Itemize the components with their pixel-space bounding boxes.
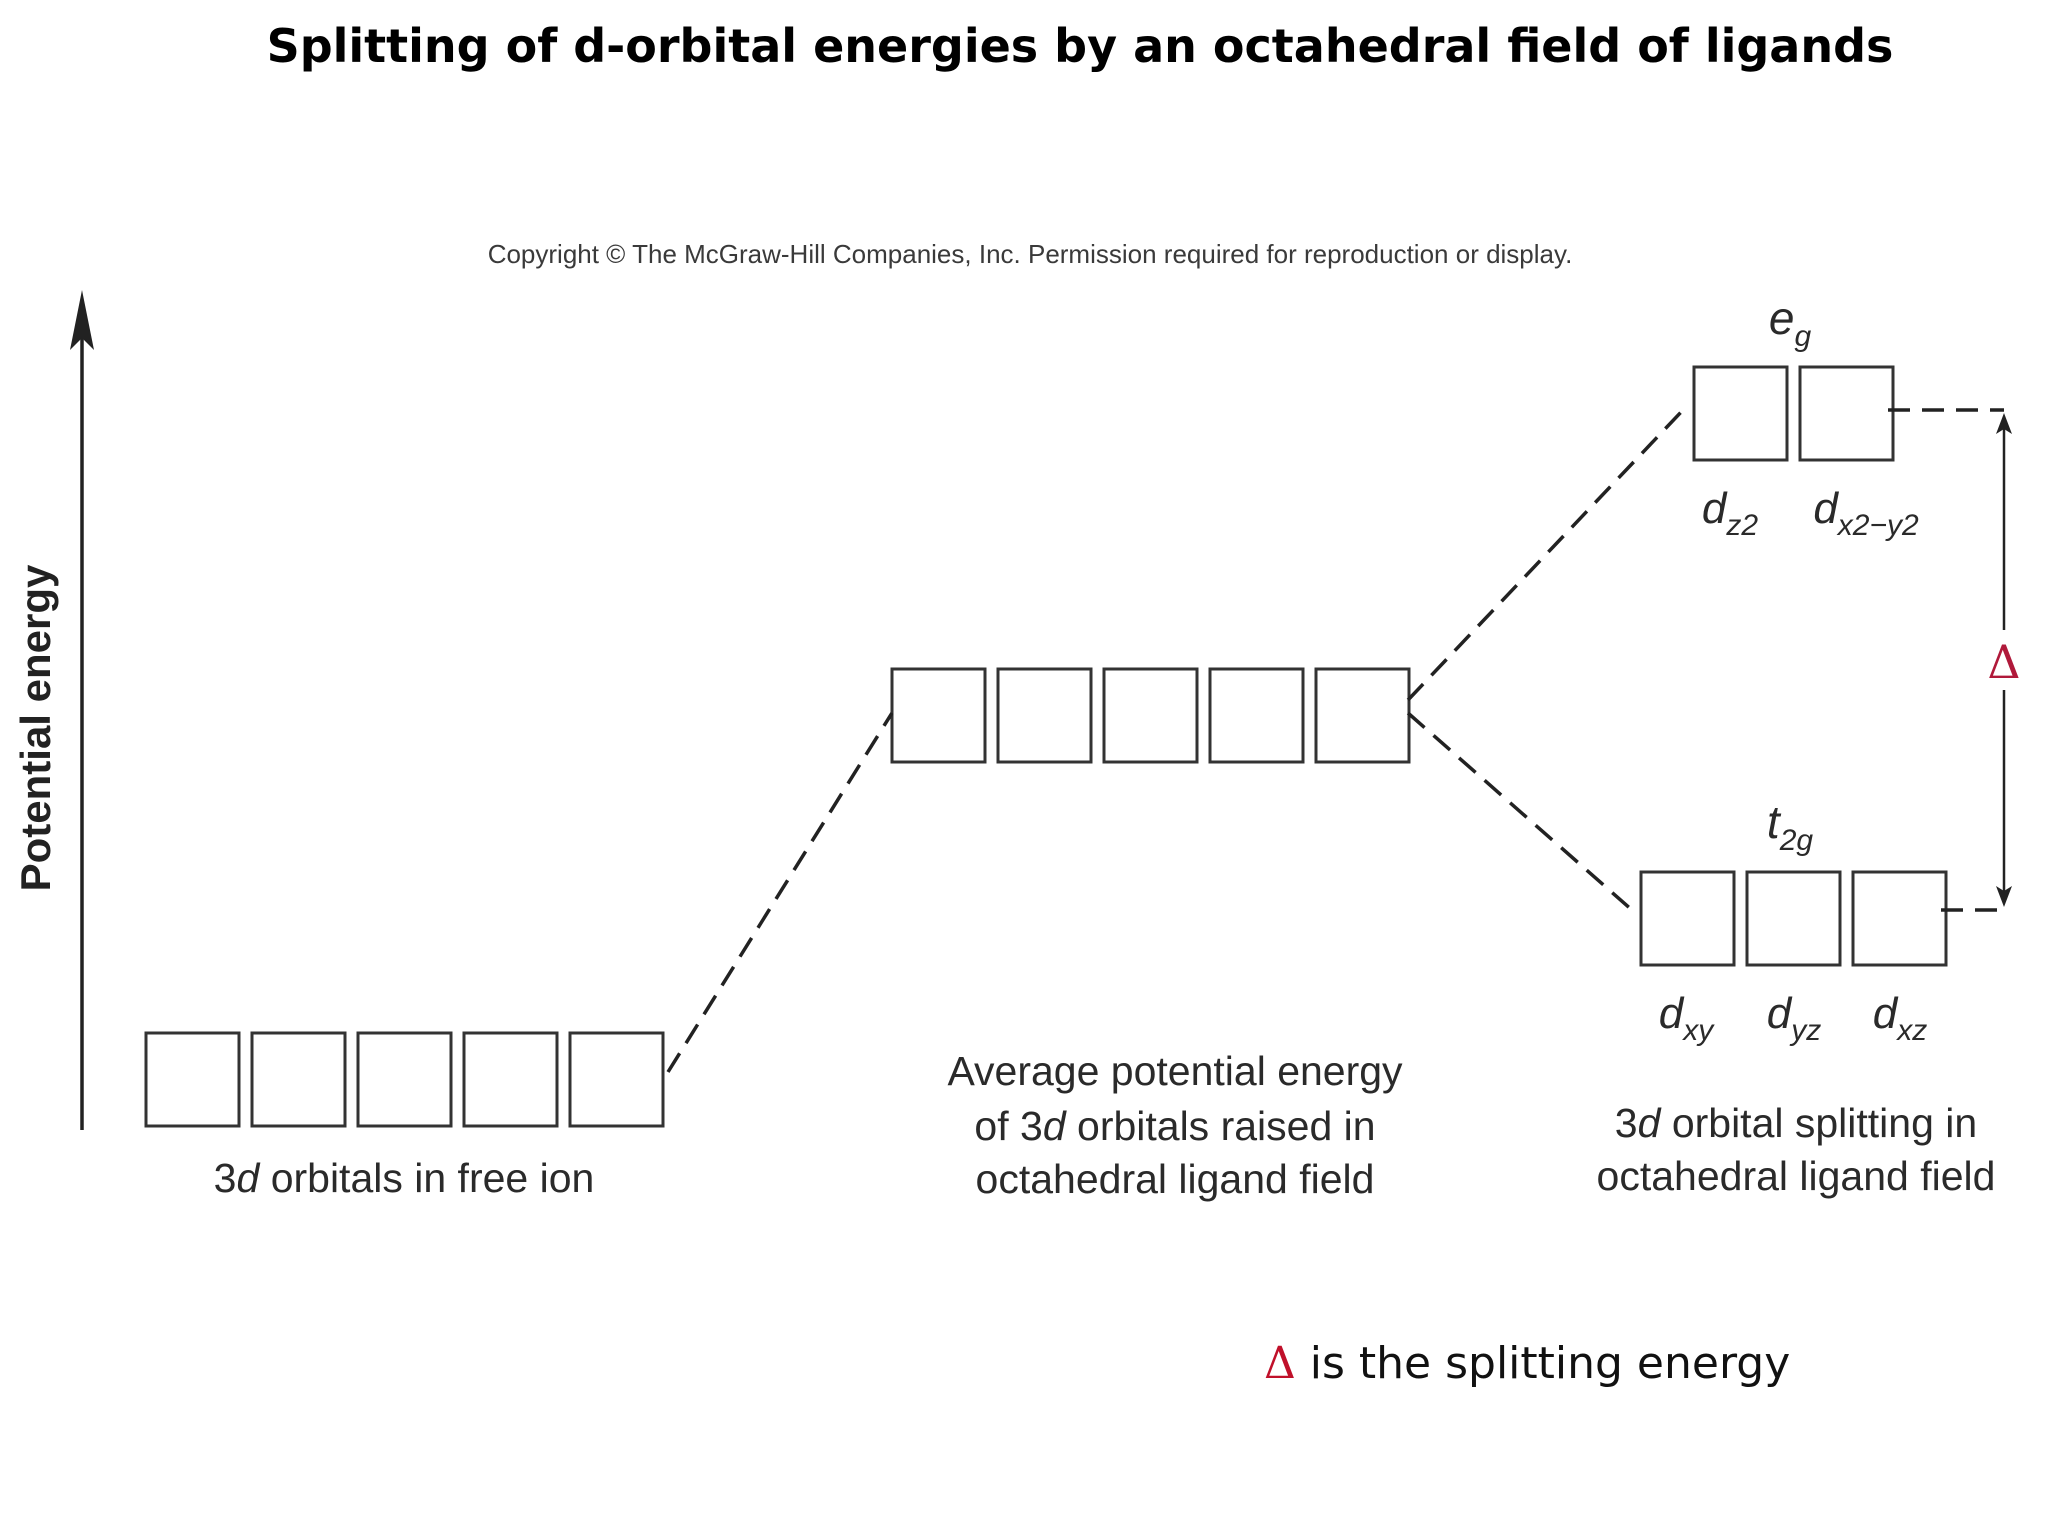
- average-to-t2g-connector: [1406, 711, 1634, 912]
- average-orbital-box: [890, 667, 987, 764]
- eg-orbital-box: [1798, 365, 1895, 462]
- t2g-orbital-label-sub: yz: [1789, 1014, 1821, 1047]
- t2g-orbital-label-sub: xz: [1895, 1014, 1927, 1047]
- delta-arrow-down-head: [1996, 886, 2012, 907]
- average-orbital-box: [1208, 667, 1305, 764]
- t2g-group-main: t: [1767, 796, 1782, 848]
- free-ion-caption-italic: d: [236, 1155, 260, 1201]
- footnote-text: is the splitting energy: [1296, 1338, 1790, 1389]
- average-to-eg-connector: [1406, 408, 1685, 702]
- t2g-orbital-label-main: d: [1767, 989, 1793, 1038]
- t2g-orbitals: [1639, 870, 1948, 967]
- split-caption: 3d orbital splitting in octahedral ligan…: [1597, 1100, 1996, 1199]
- t2g-group-label: t2g: [1767, 796, 1813, 857]
- split-caption-line1-suffix: orbital splitting in: [1660, 1100, 1977, 1146]
- eg-orbital-label-sub: z2: [1725, 509, 1758, 542]
- eg-orbital-box: [1692, 365, 1789, 462]
- free-to-average-connector: [666, 712, 894, 1073]
- average-orbital-box: [996, 667, 1093, 764]
- split-caption-line1-prefix: 3: [1615, 1100, 1638, 1146]
- split-caption-line2: octahedral ligand field: [1597, 1153, 1996, 1199]
- footnote: Δ is the splitting energy: [1264, 1338, 1790, 1389]
- average-caption-line2-italic: d: [1043, 1103, 1067, 1149]
- page-title: Splitting of d-orbital energies by an oc…: [267, 19, 1894, 73]
- average-orbital-box: [1314, 667, 1411, 764]
- split-caption-line1-italic: d: [1638, 1100, 1662, 1146]
- average-caption-line3: octahedral ligand field: [976, 1156, 1375, 1202]
- average-caption-line1: Average potential energy: [947, 1048, 1403, 1094]
- average-orbitals: [890, 667, 1411, 764]
- free-ion-caption-number: 3: [214, 1155, 237, 1201]
- free-ion-orbital-box: [462, 1031, 559, 1128]
- average-caption: Average potential energy of 3d orbitals …: [947, 1048, 1403, 1202]
- average-caption-line2: of 3d orbitals raised in: [974, 1103, 1375, 1149]
- t2g-orbital-label-sub: xy: [1681, 1014, 1715, 1047]
- free-ion-orbital-box: [356, 1031, 453, 1128]
- eg-orbitals: [1692, 365, 1895, 462]
- free-ion-caption: 3d orbitals in free ion: [214, 1155, 595, 1201]
- connector-lines: [666, 408, 2004, 1073]
- eg-group-label: eg: [1769, 292, 1812, 353]
- split-caption-line1: 3d orbital splitting in: [1615, 1100, 1977, 1146]
- average-caption-line2-prefix: of 3: [974, 1103, 1042, 1149]
- eg-orbital-label-main: d: [1813, 484, 1839, 533]
- t2g-orbital-label-main: d: [1659, 989, 1685, 1038]
- eg-orbital-label-main: d: [1702, 484, 1728, 533]
- delta-symbol: Δ: [1987, 635, 2020, 689]
- free-ion-orbitals: [144, 1031, 665, 1128]
- free-ion-orbital-box: [250, 1031, 347, 1128]
- eg-group-main: e: [1769, 292, 1795, 344]
- t2g-orbital-label: dxy: [1659, 989, 1715, 1047]
- average-orbital-box: [1102, 667, 1199, 764]
- free-ion-orbital-box: [568, 1031, 665, 1128]
- average-caption-line2-suffix: orbitals raised in: [1066, 1103, 1376, 1149]
- t2g-orbital-label: dyz: [1767, 989, 1821, 1047]
- eg-orbital-label: dx2−y2: [1813, 484, 1919, 542]
- free-ion-caption-text: orbitals in free ion: [259, 1155, 594, 1201]
- energy-axis: Potential energy: [12, 290, 94, 1130]
- t2g-orbital-label-main: d: [1873, 989, 1899, 1038]
- delta-arrow-up-head: [1996, 413, 2012, 434]
- t2g-orbital-box: [1851, 870, 1948, 967]
- t2g-group-sub: 2g: [1779, 824, 1814, 857]
- eg-group-sub: g: [1794, 320, 1811, 353]
- t2g-orbital-box: [1639, 870, 1736, 967]
- eg-orbital-label-sub: x2−y2: [1836, 509, 1919, 542]
- t2g-orbital-box: [1745, 870, 1842, 967]
- footnote-delta-symbol: Δ: [1264, 1338, 1296, 1389]
- energy-axis-arrowhead: [70, 290, 94, 350]
- axis-label: Potential energy: [12, 564, 59, 891]
- copyright-notice: Copyright © The McGraw-Hill Companies, I…: [488, 239, 1573, 269]
- free-ion-orbital-box: [144, 1031, 241, 1128]
- delta-splitting-arrow: Δ: [1987, 413, 2021, 907]
- t2g-orbital-label: dxz: [1873, 989, 1927, 1047]
- eg-orbital-label: dz2: [1702, 484, 1758, 542]
